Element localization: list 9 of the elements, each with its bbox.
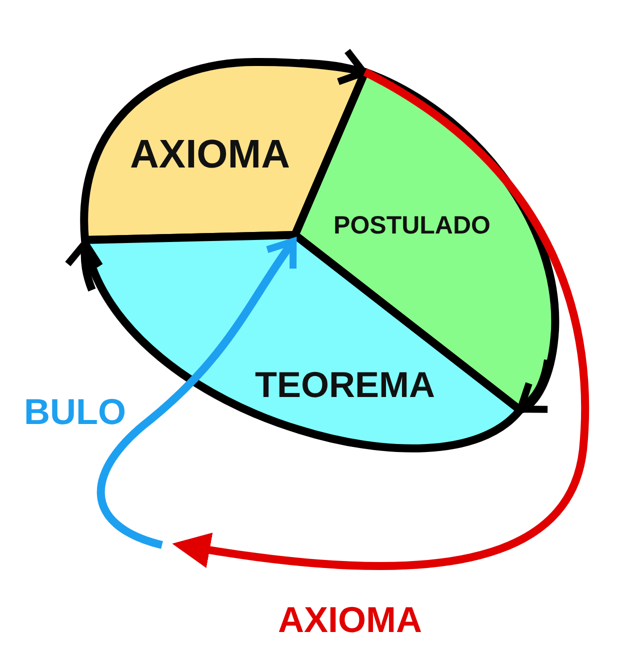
sector-label: TEOREMA: [255, 364, 435, 406]
curved-arrow: [172, 68, 589, 570]
curved-arrow: [96, 238, 297, 549]
cycle-arrow: [300, 48, 368, 86]
edge-label: BULO: [24, 391, 126, 433]
sector-label: POSTULADO: [334, 212, 490, 240]
cycle-arrow: [64, 240, 104, 292]
edge-label: AXIOMA: [278, 599, 422, 641]
sector-label: AXIOMA: [130, 132, 290, 178]
